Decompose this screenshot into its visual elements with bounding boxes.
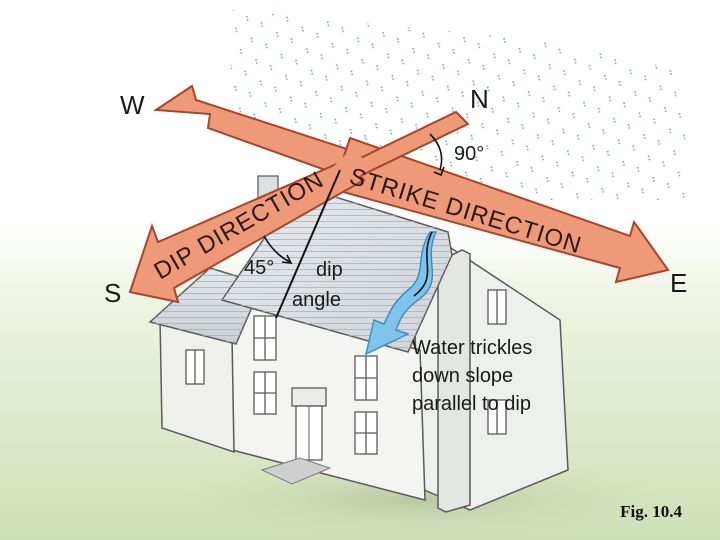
- water-text-line1: Water trickles: [412, 337, 532, 359]
- strike-angle-label: 90°: [454, 143, 484, 165]
- water-flow-arrow: [364, 231, 438, 356]
- right-angle-arc: [429, 133, 443, 171]
- chimney: [437, 249, 471, 513]
- water-text-line2: down slope: [412, 365, 513, 387]
- east-label: E: [670, 268, 687, 298]
- water-text-line3: parallel to dip: [412, 393, 531, 415]
- dip-angle-word1: dip: [316, 259, 343, 281]
- dip-angle-value: 45°: [244, 257, 274, 279]
- front-windows: [185, 289, 507, 455]
- figure-caption: Fig. 10.4: [620, 502, 682, 521]
- south-label: S: [104, 278, 121, 308]
- front-door: [260, 387, 332, 485]
- dip-arrow-body: [128, 158, 366, 304]
- west-label: W: [120, 90, 145, 120]
- dip-angle-line: [275, 169, 341, 319]
- dip-arrow: [128, 110, 470, 304]
- dip-angle-arc: [263, 235, 291, 263]
- dip-angle-word2: angle: [292, 289, 341, 311]
- north-label: N: [470, 84, 489, 114]
